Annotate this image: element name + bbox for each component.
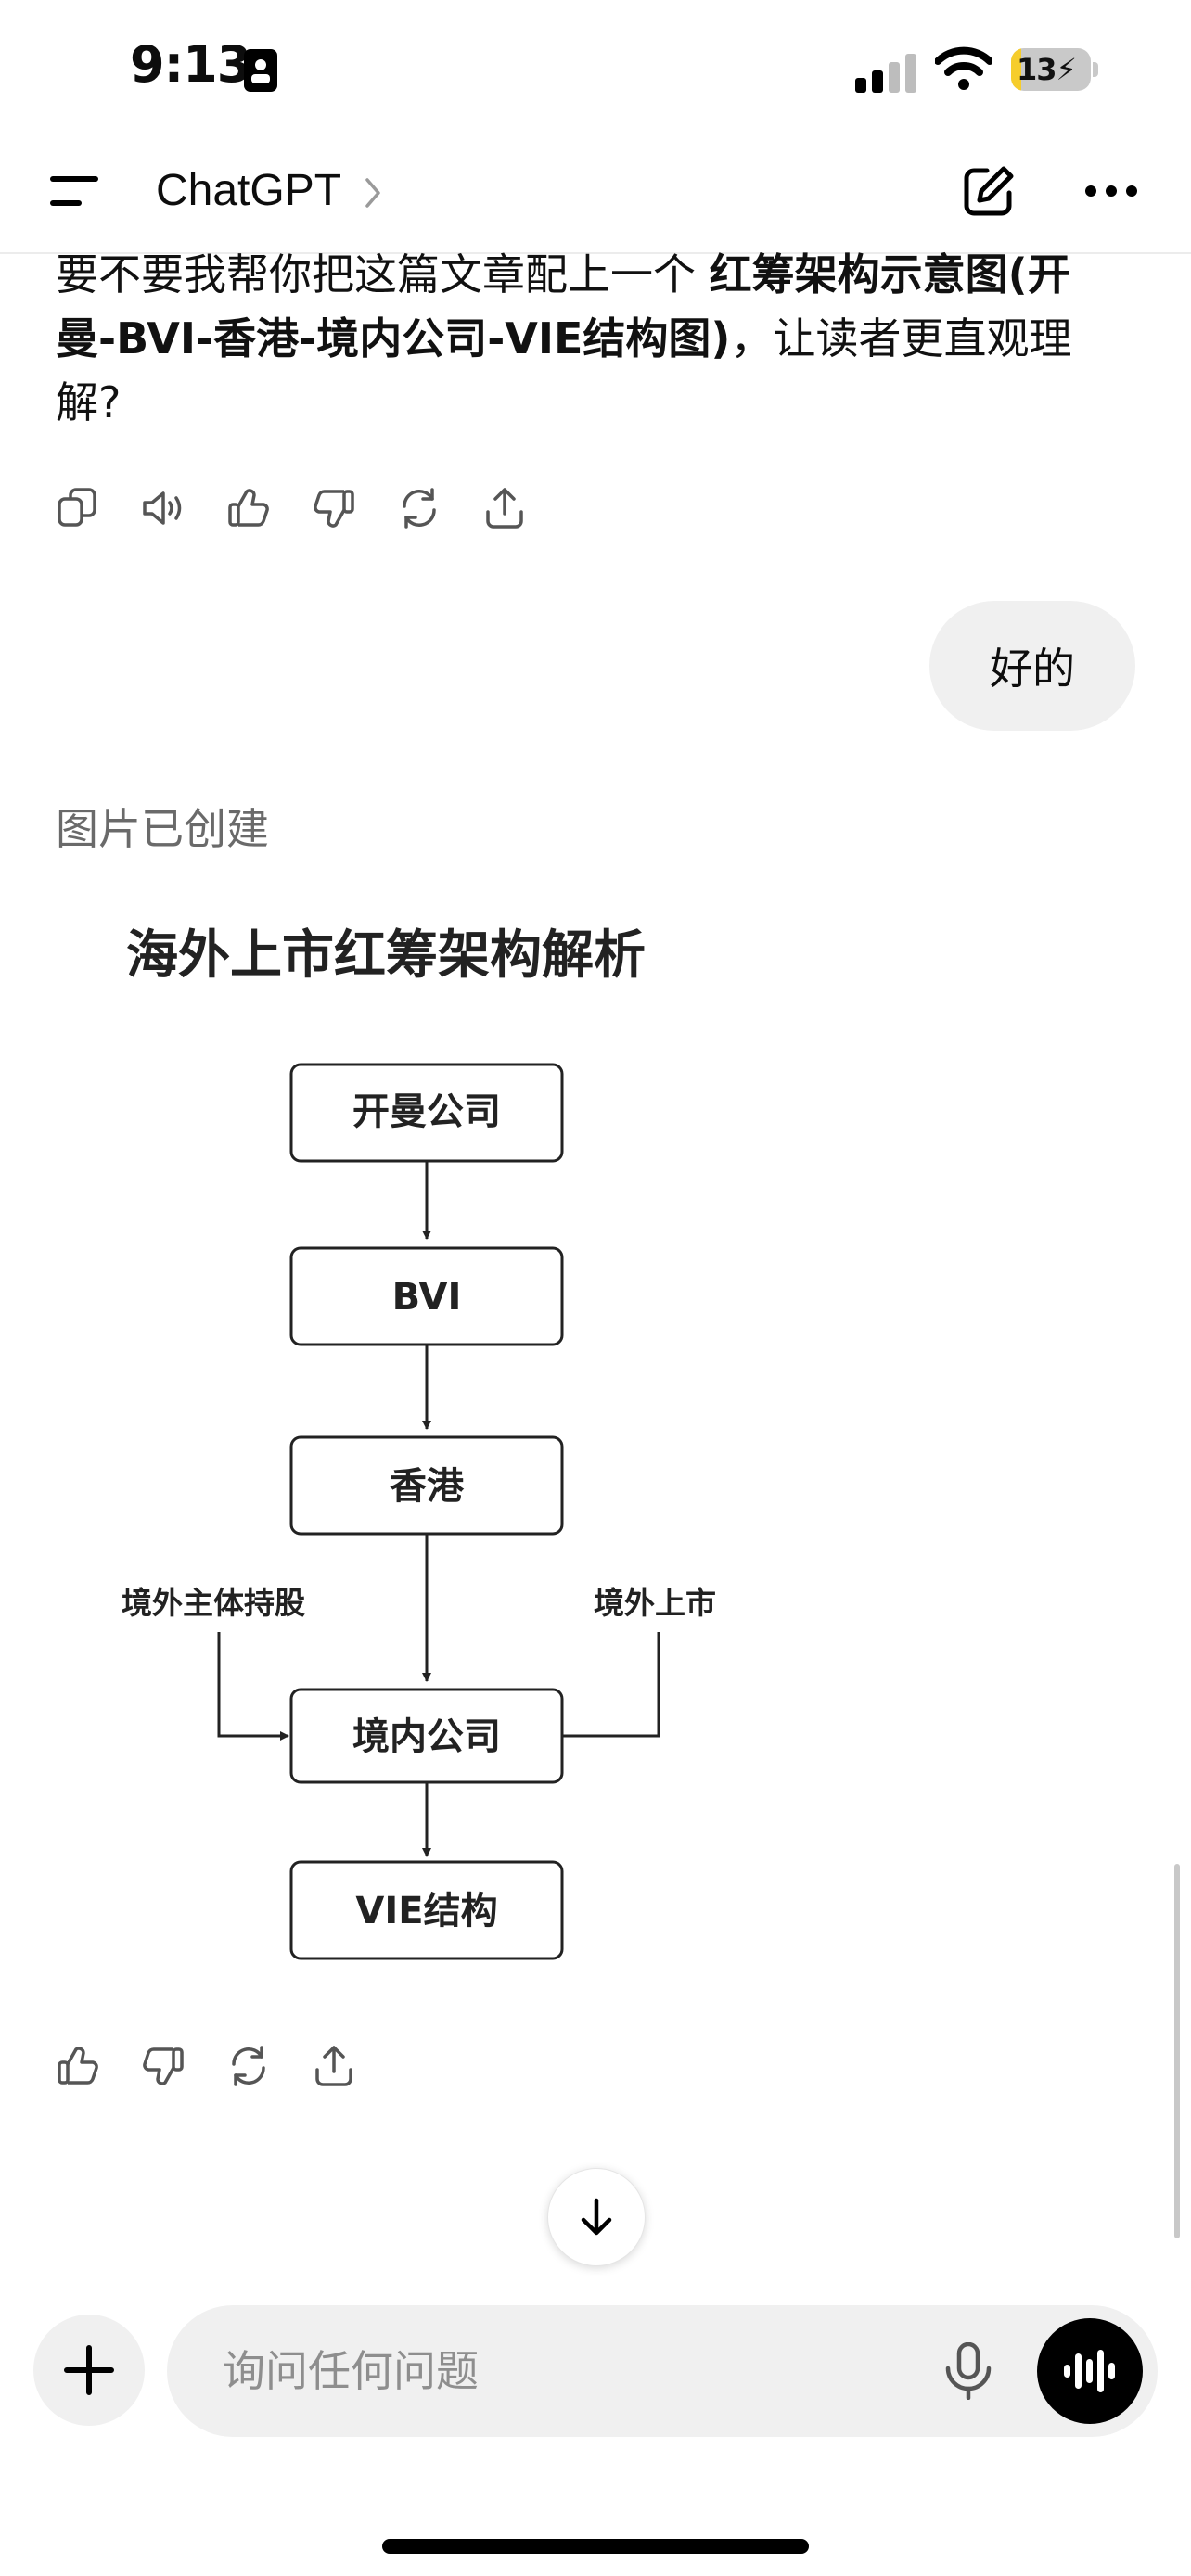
voice-mode-button[interactable] — [1037, 2318, 1143, 2424]
microphone-icon[interactable] — [942, 2342, 994, 2400]
diagram-node: VIE结构 — [289, 1860, 564, 1960]
home-indicator — [382, 2539, 809, 2554]
user-message-text: 好的 — [990, 644, 1075, 694]
diagram-node: 境内公司 — [289, 1688, 564, 1784]
id-badge-icon — [244, 49, 277, 92]
assistant-text-part1: 要不要我帮你把这篇文章配上一个 — [56, 249, 710, 300]
battery-level: 13⚡ — [1017, 52, 1077, 87]
copy-icon[interactable] — [56, 475, 141, 542]
status-time: 9:13 — [130, 35, 251, 94]
share-icon[interactable] — [312, 2033, 397, 2099]
generated-diagram-image[interactable]: 海外上市红筹架构解析 开曼公司 BVI 香港 境内公司 — [56, 890, 779, 1966]
diagram-node: BVI — [289, 1246, 564, 1346]
image-actions — [56, 2033, 397, 2099]
menu-icon[interactable] — [50, 172, 106, 210]
node-label: 开曼公司 — [352, 1090, 501, 1133]
diagram-node: 香港 — [289, 1435, 564, 1536]
battery-cap — [1093, 62, 1098, 77]
user-message-bubble: 好的 — [929, 601, 1135, 731]
chevron-right-icon[interactable] — [364, 176, 382, 210]
charging-bolt-icon: ⚡ — [1056, 52, 1077, 87]
header-divider — [0, 252, 1191, 254]
regenerate-icon[interactable] — [226, 2033, 312, 2099]
composer — [167, 2305, 1158, 2437]
thumbs-down-icon[interactable] — [141, 2033, 226, 2099]
more-icon[interactable] — [1083, 182, 1139, 200]
thumbs-up-icon[interactable] — [226, 475, 312, 542]
battery-fill — [1011, 48, 1022, 91]
diagram-left-label: 境外主体持股 — [122, 1585, 305, 1621]
node-label: BVI — [392, 1276, 462, 1319]
scrollbar[interactable] — [1174, 1864, 1180, 2238]
battery-body — [1011, 48, 1091, 91]
scroll-down-button[interactable] — [547, 2168, 646, 2266]
battery-level-value: 13 — [1017, 52, 1057, 87]
wifi-icon — [935, 46, 992, 90]
node-label: 境内公司 — [352, 1715, 501, 1758]
diagram-right-label: 境外上市 — [594, 1585, 716, 1621]
node-label: 香港 — [390, 1465, 465, 1508]
cellular-signal-icon — [855, 54, 916, 93]
assistant-message: 要不要我帮你把这篇文章配上一个 红筹架构示意图(开曼-BVI-香港-境内公司-V… — [56, 243, 1122, 435]
message-input[interactable] — [223, 2305, 872, 2437]
compose-icon[interactable] — [961, 163, 1017, 219]
share-icon[interactable] — [482, 475, 568, 542]
arrow-down-icon — [581, 2198, 612, 2236]
diagram-connectors — [217, 1161, 660, 1857]
thumbs-down-icon[interactable] — [312, 475, 397, 542]
plus-icon — [64, 2345, 114, 2395]
voice-mode-icon — [1064, 2350, 1115, 2392]
read-aloud-icon[interactable] — [141, 475, 226, 542]
image-created-status: 图片已创建 — [56, 804, 269, 854]
diagram-title: 海外上市红筹架构解析 — [126, 925, 646, 986]
assistant-actions — [56, 475, 568, 542]
regenerate-icon[interactable] — [397, 475, 482, 542]
assistant-text-part2: ，让读者更直观理解? — [56, 313, 1072, 427]
add-attachment-button[interactable] — [33, 2315, 145, 2426]
assistant-text-bold: 红筹架构示意图(开曼-BVI-香港-境内公司-VIE结构图) — [56, 249, 1070, 363]
node-label: VIE结构 — [355, 1890, 497, 1932]
diagram-node: 开曼公司 — [289, 1063, 564, 1163]
thumbs-up-icon[interactable] — [56, 2033, 141, 2099]
battery-charging-icon: 13⚡ — [1011, 48, 1100, 91]
header-title[interactable]: ChatGPT — [156, 166, 342, 215]
